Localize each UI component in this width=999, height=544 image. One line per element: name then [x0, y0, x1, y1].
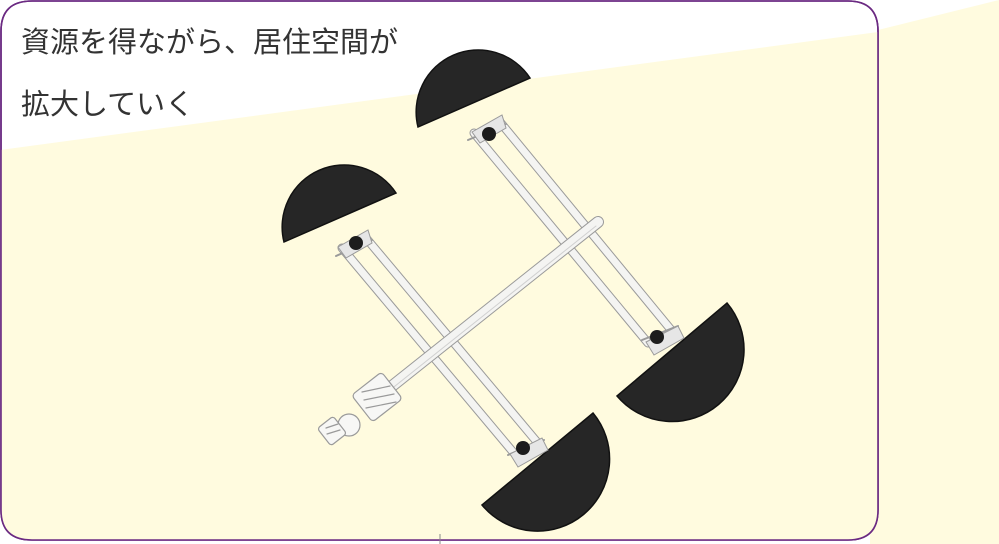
caption-line-2: 拡大していく	[21, 87, 195, 121]
dish-module	[615, 301, 745, 423]
dish-module	[281, 164, 398, 259]
background-band	[870, 0, 999, 544]
habitat-illustration	[281, 49, 745, 532]
dish-module	[415, 49, 532, 144]
dish-module	[480, 411, 611, 532]
caption-line-1: 資源を得ながら、居住空間が	[21, 25, 399, 59]
docking-hub	[317, 372, 402, 446]
